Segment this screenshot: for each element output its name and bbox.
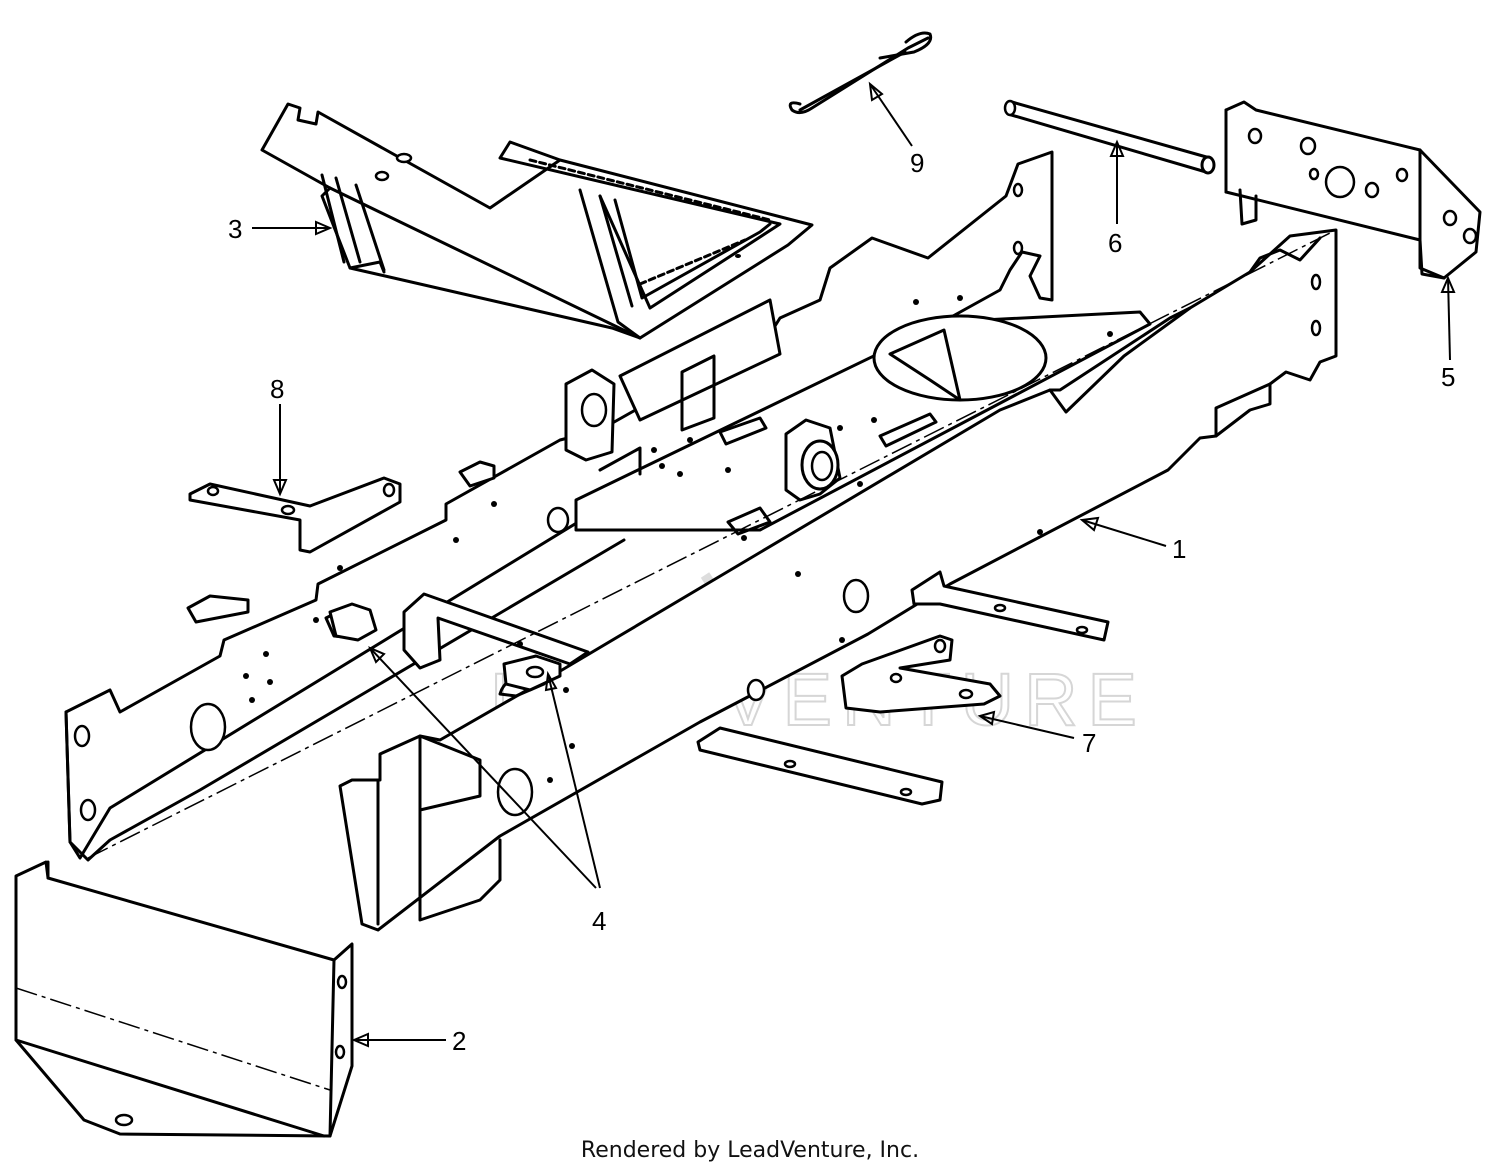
callout-1[interactable]: 1 (1079, 516, 1186, 564)
callout-3-label: 3 (228, 214, 242, 244)
frame-pivot-right (784, 418, 842, 502)
frame-side-tabs (696, 570, 1110, 806)
callout-7-label: 7 (1082, 728, 1096, 758)
callout-6[interactable]: 6 (1108, 139, 1125, 258)
callout-5-label: 5 (1441, 362, 1455, 392)
part-1-frame[interactable] (64, 150, 1338, 932)
part-6-pivot-rod[interactable] (1003, 99, 1216, 175)
callout-2[interactable]: 2 (351, 1026, 466, 1056)
callout-6-label: 6 (1108, 228, 1122, 258)
callout-7[interactable]: 7 (977, 710, 1096, 758)
callout-2-label: 2 (452, 1026, 466, 1056)
render-credit: Rendered by LeadVenture, Inc. (580, 1138, 920, 1163)
callout-4[interactable]: 4 (368, 646, 606, 936)
callout-8[interactable]: 8 (270, 374, 288, 497)
callout-9-label: 9 (910, 148, 924, 178)
part-4-axle-brackets[interactable] (328, 602, 562, 692)
callout-4-label: 4 (592, 906, 606, 936)
part-9-cotter-pin[interactable] (788, 31, 933, 115)
callout-9[interactable]: 9 (868, 81, 924, 178)
part-2-skid-plate[interactable] (14, 860, 354, 1138)
part-8-left-bracket[interactable] (188, 476, 402, 554)
callout-8-label: 8 (270, 374, 284, 404)
callout-3[interactable]: 3 (228, 214, 333, 244)
callout-1-label: 1 (1172, 534, 1186, 564)
part-3-step-plate[interactable] (260, 102, 814, 340)
part-5-front-bracket[interactable] (1224, 100, 1482, 280)
frame-pivot-left (564, 368, 616, 462)
callout-5[interactable]: 5 (1440, 275, 1456, 392)
part-7-right-bracket[interactable] (840, 634, 1002, 714)
